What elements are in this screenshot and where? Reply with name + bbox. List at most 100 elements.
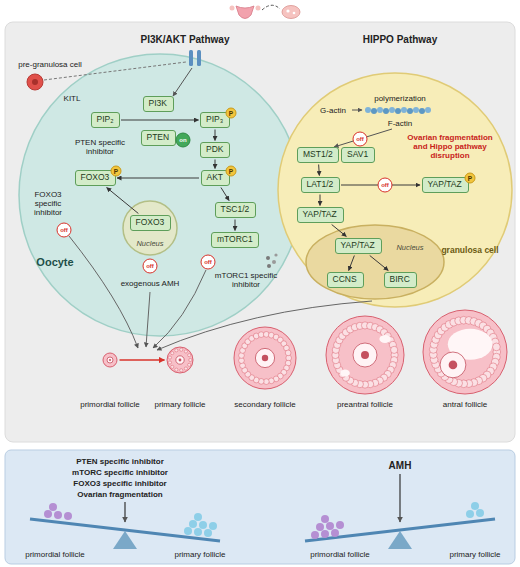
- region-outline: [305, 224, 445, 300]
- protein-label: PTEN: [147, 133, 170, 143]
- follicle: antral follicle: [422, 309, 508, 395]
- left-balance: [209, 522, 217, 530]
- nucleus: Nucleus YAP/TAZ CCNS BIRC: [305, 224, 445, 300]
- actin-filament: [365, 107, 371, 113]
- section-title: HIPPO Pathway: [363, 34, 437, 46]
- region-label: Nucleus: [396, 243, 423, 252]
- pathway-arrow: [107, 188, 139, 214]
- dashed-link: [262, 5, 280, 10]
- pathway-arrow: [320, 195, 321, 206]
- activation-lines: [69, 236, 138, 348]
- inhibitor-molecule: [272, 260, 276, 264]
- actin-filament: [395, 108, 401, 114]
- protein-label: PDK: [206, 145, 224, 155]
- pathway-arrow: [117, 178, 199, 179]
- actin-filament: [365, 107, 431, 114]
- annotation-label: PTEN specific inhibitor: [76, 457, 164, 466]
- annotation-label: primary follicle: [449, 550, 500, 559]
- follicle: secondary follicle: [233, 326, 297, 390]
- protein-box: PIP₂: [91, 112, 120, 128]
- pre-granulosa-cell-icon: [27, 74, 43, 90]
- pathway-arrow: [221, 188, 229, 201]
- follicle-drawing: [166, 346, 194, 374]
- actin-filament: [389, 107, 395, 113]
- annotation-label: polymerization: [374, 94, 426, 103]
- region-label: Oocyte: [36, 256, 73, 268]
- nucleus: Nucleus FOXO3: [122, 200, 178, 256]
- pre-granulosa-cell-icon: [27, 74, 43, 90]
- protein-box: PDK: [200, 142, 230, 158]
- left-balance: [44, 510, 52, 518]
- ovary-icon: [282, 6, 300, 19]
- inhibition-line: [334, 129, 392, 147]
- left-balance: [189, 520, 197, 528]
- annotation-label: primary follicle: [174, 550, 225, 559]
- on-sign: on: [176, 133, 191, 148]
- protein-label: YAP/TAZ: [341, 241, 376, 251]
- right-balance: [305, 474, 495, 549]
- left-balance: [49, 503, 57, 511]
- pathway-arrow: [215, 130, 216, 141]
- left-balance: [64, 512, 72, 520]
- actin-filament: [377, 107, 383, 113]
- ovary-icon: [282, 6, 300, 19]
- inhibitor-molecule: [267, 264, 271, 268]
- pathway-arrow: [349, 256, 355, 271]
- pathway-arrow: [235, 220, 236, 231]
- protein-label: LAT1/2: [307, 180, 334, 190]
- right-balance: [399, 474, 400, 522]
- region-label: Nucleus: [136, 239, 163, 248]
- follicle-drawing: [233, 326, 297, 390]
- annotation-label: pre-granulosa cell: [18, 60, 82, 69]
- protein-box: SAV1: [341, 147, 375, 163]
- actin-filament: [413, 107, 419, 113]
- protein-box: FOXO3: [75, 170, 116, 186]
- annotation-label: G-actin: [320, 106, 346, 115]
- polymerization-arrow: [352, 110, 362, 111]
- right-balance: [321, 530, 329, 538]
- protein-box: CCNS: [327, 272, 364, 288]
- protein-box: MST1/2: [297, 147, 339, 163]
- uterus-icon: [230, 6, 235, 11]
- section-title: PI3K/AKT Pathway: [141, 34, 230, 46]
- protein-box: YAP/TAZ: [335, 238, 382, 254]
- protein-label: AKT: [207, 173, 224, 183]
- follicle-drawing: [102, 352, 118, 368]
- protein-box: TSC1/2: [215, 202, 256, 218]
- ovary-icon: [286, 9, 289, 12]
- granulosa-cell: granulosa cellMST1/2SAV1LAT1/2YAP/TAZYAP…: [277, 72, 513, 308]
- left-balance: [199, 521, 207, 529]
- protein-label: MST1/2: [303, 150, 333, 160]
- uterus-icon: [236, 6, 254, 19]
- phospho-badge: P: [111, 166, 122, 177]
- protein-label: mTORC1: [217, 235, 253, 245]
- actin-filament: [425, 107, 431, 113]
- protein-label: TSC1/2: [221, 205, 250, 215]
- annotation-label: KITL: [64, 94, 81, 103]
- protein-label: YAP/TAZ: [428, 180, 463, 190]
- follicle-drawing: [422, 309, 508, 395]
- protein-label: PIP₃: [206, 115, 224, 125]
- right-balance: [321, 515, 329, 523]
- follicle-label: primary follicle: [154, 400, 205, 409]
- actin-filament: [407, 108, 413, 114]
- activation-lines: [157, 301, 372, 350]
- bottom-panel: [5, 450, 515, 564]
- off-sign: off: [378, 178, 393, 193]
- off-sign: off: [201, 255, 216, 270]
- activation-lines: [146, 292, 150, 347]
- protein-label: FOXO3: [81, 173, 110, 183]
- uterus-icon: [230, 6, 261, 19]
- left-balance: [54, 511, 62, 519]
- actin-filament: [383, 108, 389, 114]
- protein-box: FOXO3: [130, 215, 171, 231]
- protein-box: LAT1/2: [301, 177, 340, 193]
- annotation-label: Ovarian fragmentation: [77, 490, 162, 499]
- kit-receptor: [197, 50, 201, 66]
- protein-box: BIRC: [384, 272, 417, 288]
- protein-label: PI3K: [149, 99, 168, 109]
- protein-label: BIRC: [390, 275, 411, 285]
- pathway-arrow: [121, 120, 199, 121]
